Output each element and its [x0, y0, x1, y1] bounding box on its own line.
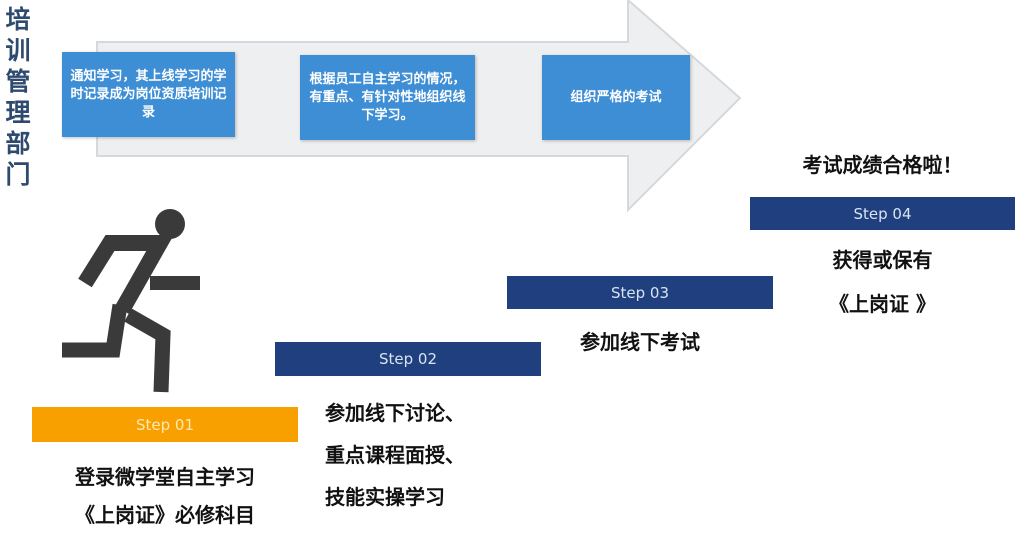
- pass-note: 考试成绩合格啦！: [802, 153, 963, 177]
- step-01-bar: Step 01: [32, 407, 298, 442]
- step-02-line-2: 重点课程面授、: [325, 443, 465, 467]
- step-01-line-2: 《上岗证》必修科目: [75, 503, 255, 527]
- step-01-line-1: 登录微学堂自主学习: [75, 465, 255, 489]
- step-02-line-1: 参加线下讨论、: [325, 401, 465, 425]
- arrow-box-1: 通知学习，其上线学习的学时记录成为岗位资质培训记录: [62, 52, 235, 137]
- arrow-box-3: 组织严格的考试: [542, 55, 690, 140]
- step-02-line-3: 技能实操学习: [325, 485, 445, 509]
- step-02-text: 参加线下讨论、 重点课程面授、 技能实操学习: [300, 392, 535, 518]
- step-04-text: 获得或保有 《上岗证 》: [750, 238, 1015, 326]
- running-man-icon: [62, 209, 200, 393]
- step-04-line-1: 获得或保有: [832, 248, 933, 272]
- arrow-box-2: 根据员工自主学习的情况，有重点、有针对性地组织线下学习。: [300, 55, 475, 140]
- step-02-bar: Step 02: [275, 342, 541, 376]
- step-03-line-1: 参加线下考试: [580, 330, 700, 354]
- step-04-bar: Step 04: [750, 197, 1015, 230]
- step-03-text: 参加线下考试: [507, 323, 773, 361]
- department-title: 培训管理部门: [5, 5, 31, 189]
- step-04-line-2: 《上岗证 》: [829, 292, 936, 316]
- step-01-text: 登录微学堂自主学习 《上岗证》必修科目: [20, 458, 310, 534]
- step-03-bar: Step 03: [507, 276, 773, 309]
